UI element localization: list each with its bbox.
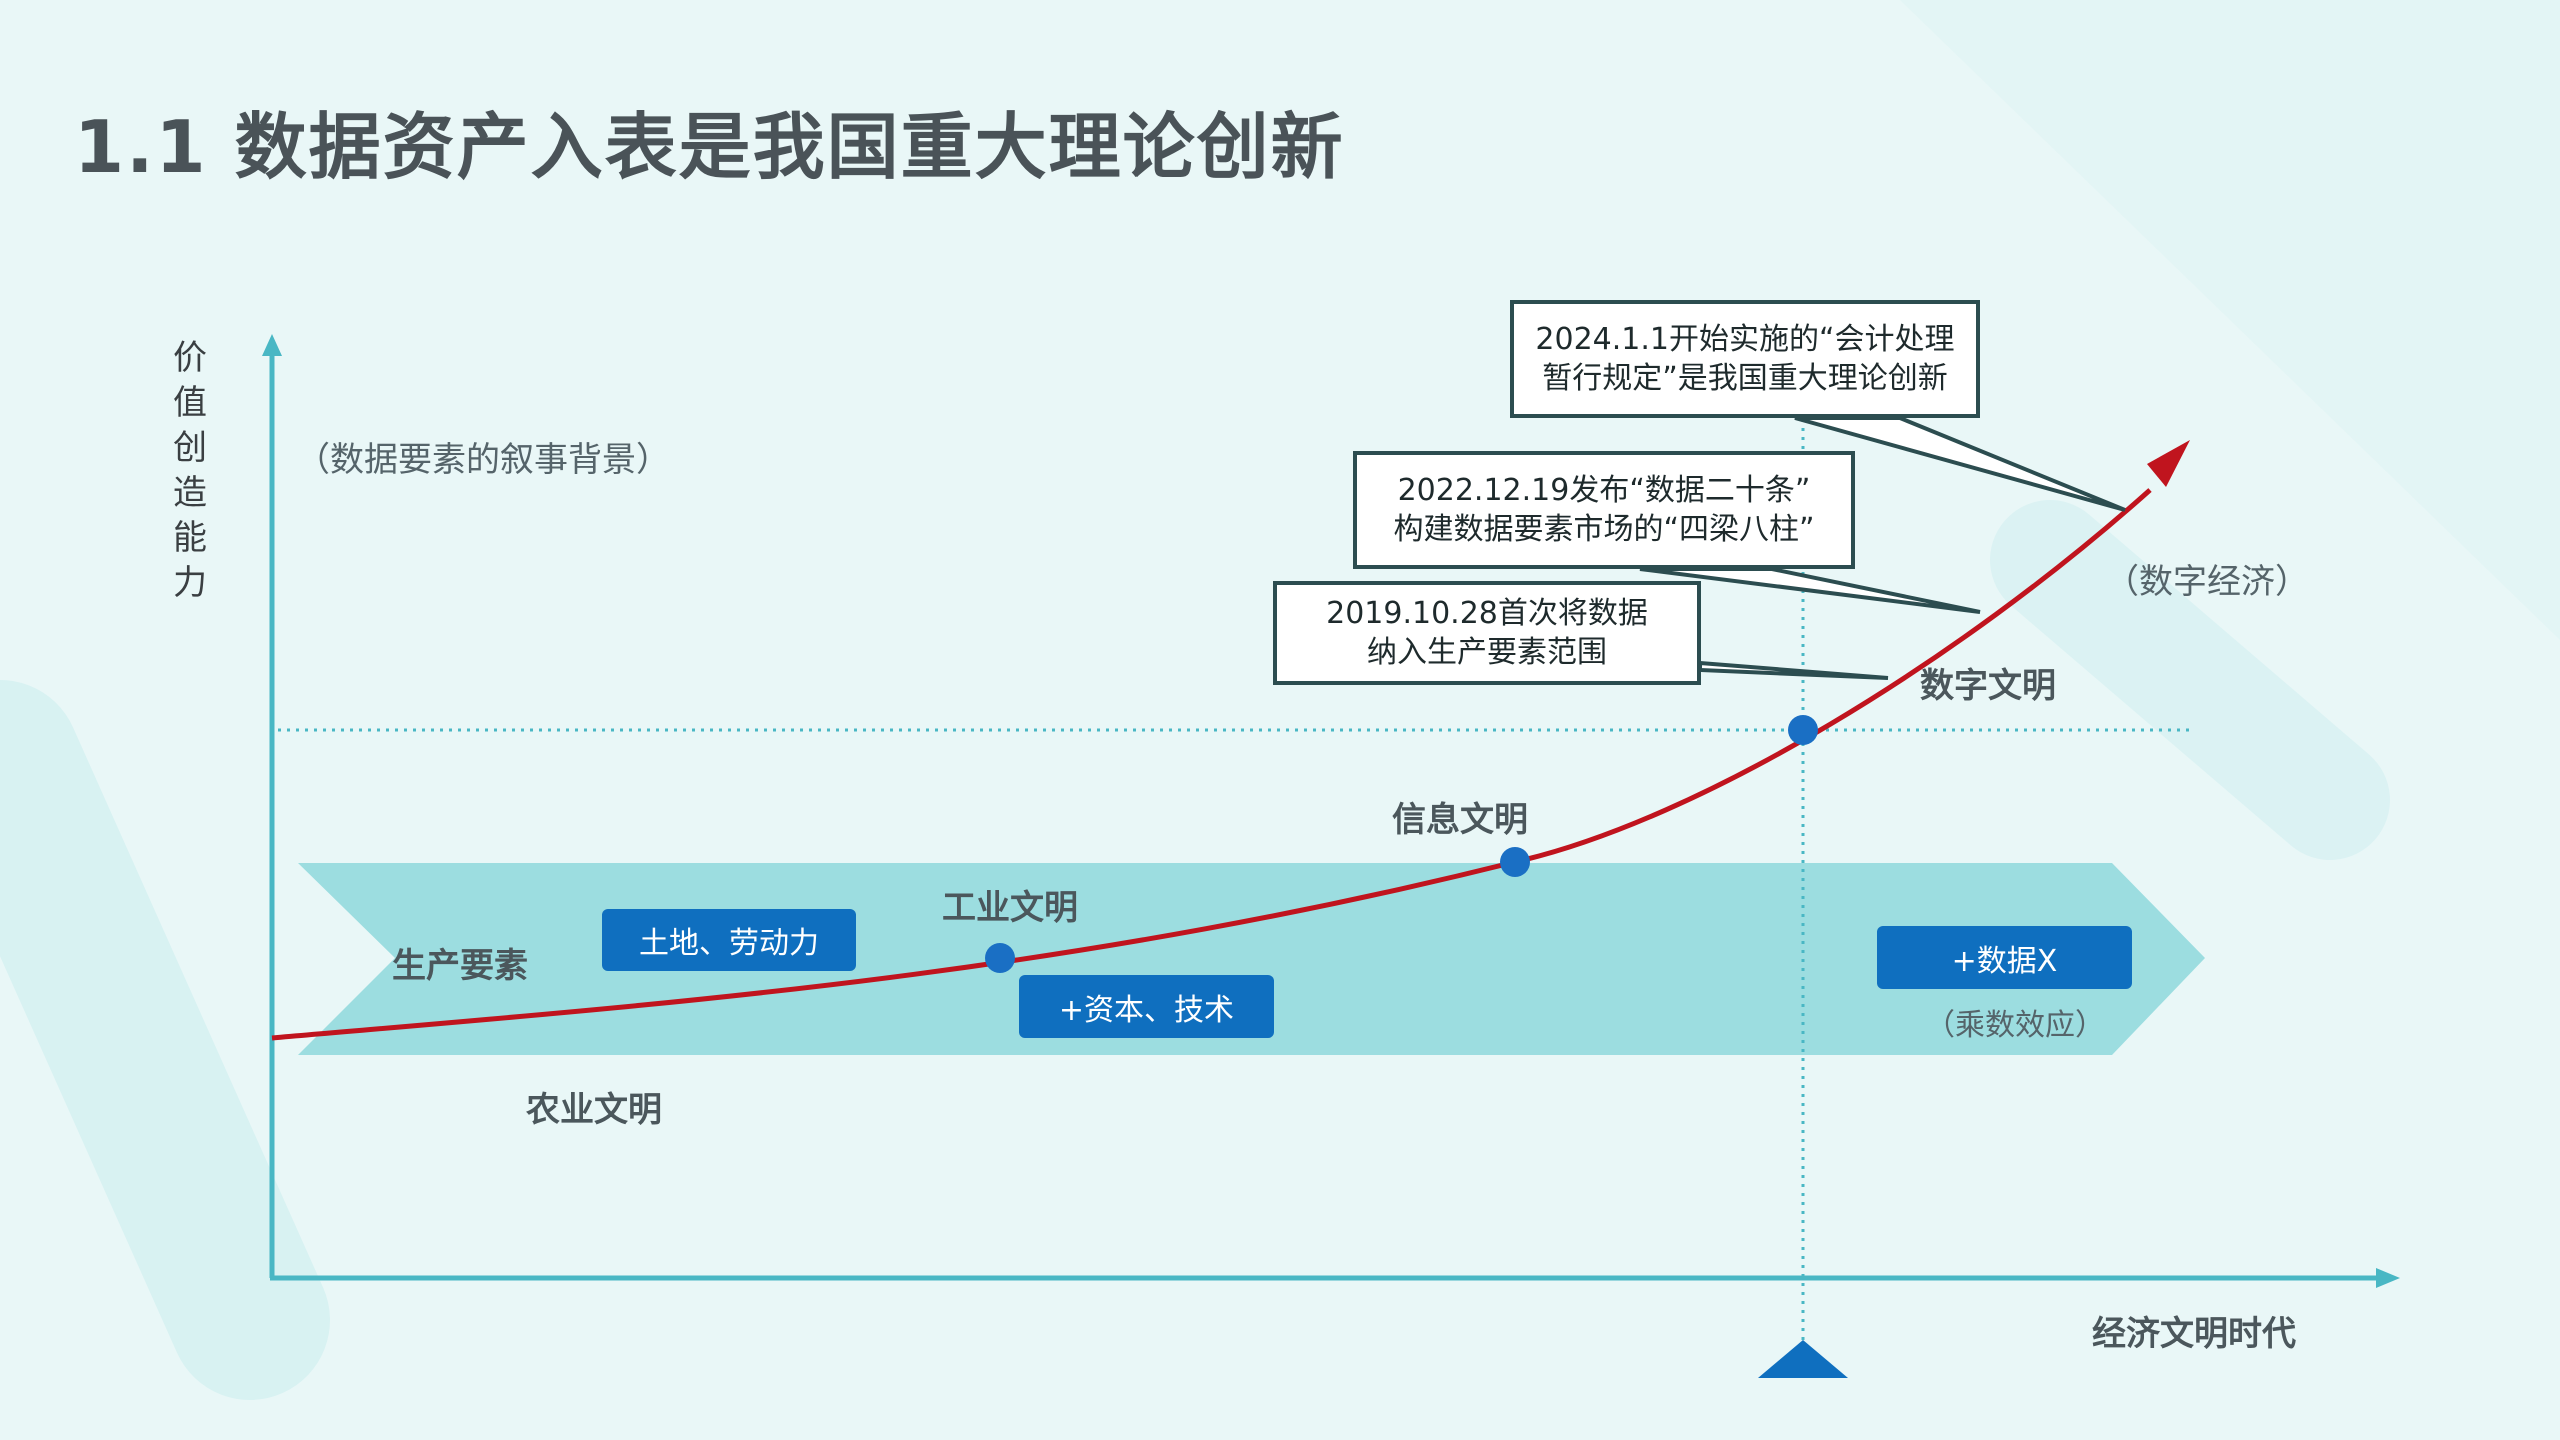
callout-2024-line2: 暂行规定”是我国重大理论创新 xyxy=(1542,361,1948,396)
page-title: 1.1 数据资产入表是我国重大理论创新 xyxy=(74,105,1345,189)
callout-2019: 2019.10.28首次将数据 纳入生产要素范围 xyxy=(1273,581,1701,685)
callout-2019-line2: 纳入生产要素范围 xyxy=(1367,635,1607,670)
growth-curve-arrowhead xyxy=(2147,440,2190,487)
multiplier-effect-label: （乘数效应） xyxy=(1925,1008,2105,1043)
x-axis xyxy=(270,1268,2400,1288)
information-era-label: 信息文明 xyxy=(1392,800,1528,840)
digital-era-point xyxy=(1788,715,1818,745)
land-labor-box: 土地、劳动力 xyxy=(602,909,856,971)
industry-era-point xyxy=(985,943,1015,973)
digital-era-label: 数字文明 xyxy=(1920,666,2056,706)
background-decoration xyxy=(0,500,2390,1400)
callout-leaders xyxy=(1639,416,2126,680)
capital-tech-box: +资本、技术 xyxy=(1019,975,1274,1038)
x-axis-label: 经济文明时代 xyxy=(2092,1314,2296,1354)
current-time-marker xyxy=(1758,1340,1848,1378)
callout-2022: 2022.12.19发布“数据二十条” 构建数据要素市场的“四梁八柱” xyxy=(1353,451,1855,569)
leader-2024 xyxy=(1794,416,2126,512)
callout-2022-line2: 构建数据要素市场的“四梁八柱” xyxy=(1393,512,1815,547)
leader-2019 xyxy=(1698,660,1889,680)
digital-economy-label: （数字经济） xyxy=(2105,562,2309,602)
y-axis-label: 价值创造能力 xyxy=(173,338,207,603)
callout-2019-line1: 2019.10.28首次将数据 xyxy=(1326,596,1648,631)
growth-curve xyxy=(271,488,2152,1041)
y-axis xyxy=(262,334,282,1278)
callout-2024-line1: 2024.1.1开始实施的“会计处理 xyxy=(1535,322,1955,357)
callout-2022-line1: 2022.12.19发布“数据二十条” xyxy=(1397,473,1811,508)
leader-2022 xyxy=(1639,567,1981,614)
data-x-box: +数据X xyxy=(1877,926,2132,989)
information-era-point xyxy=(1500,847,1530,877)
callout-2024: 2024.1.1开始实施的“会计处理 暂行规定”是我国重大理论创新 xyxy=(1510,300,1980,418)
agriculture-era-label: 农业文明 xyxy=(526,1090,662,1130)
narrative-label: （数据要素的叙事背景） xyxy=(296,440,670,480)
production-factor-label: 生产要素 xyxy=(392,946,528,986)
industry-era-label: 工业文明 xyxy=(942,888,1078,928)
